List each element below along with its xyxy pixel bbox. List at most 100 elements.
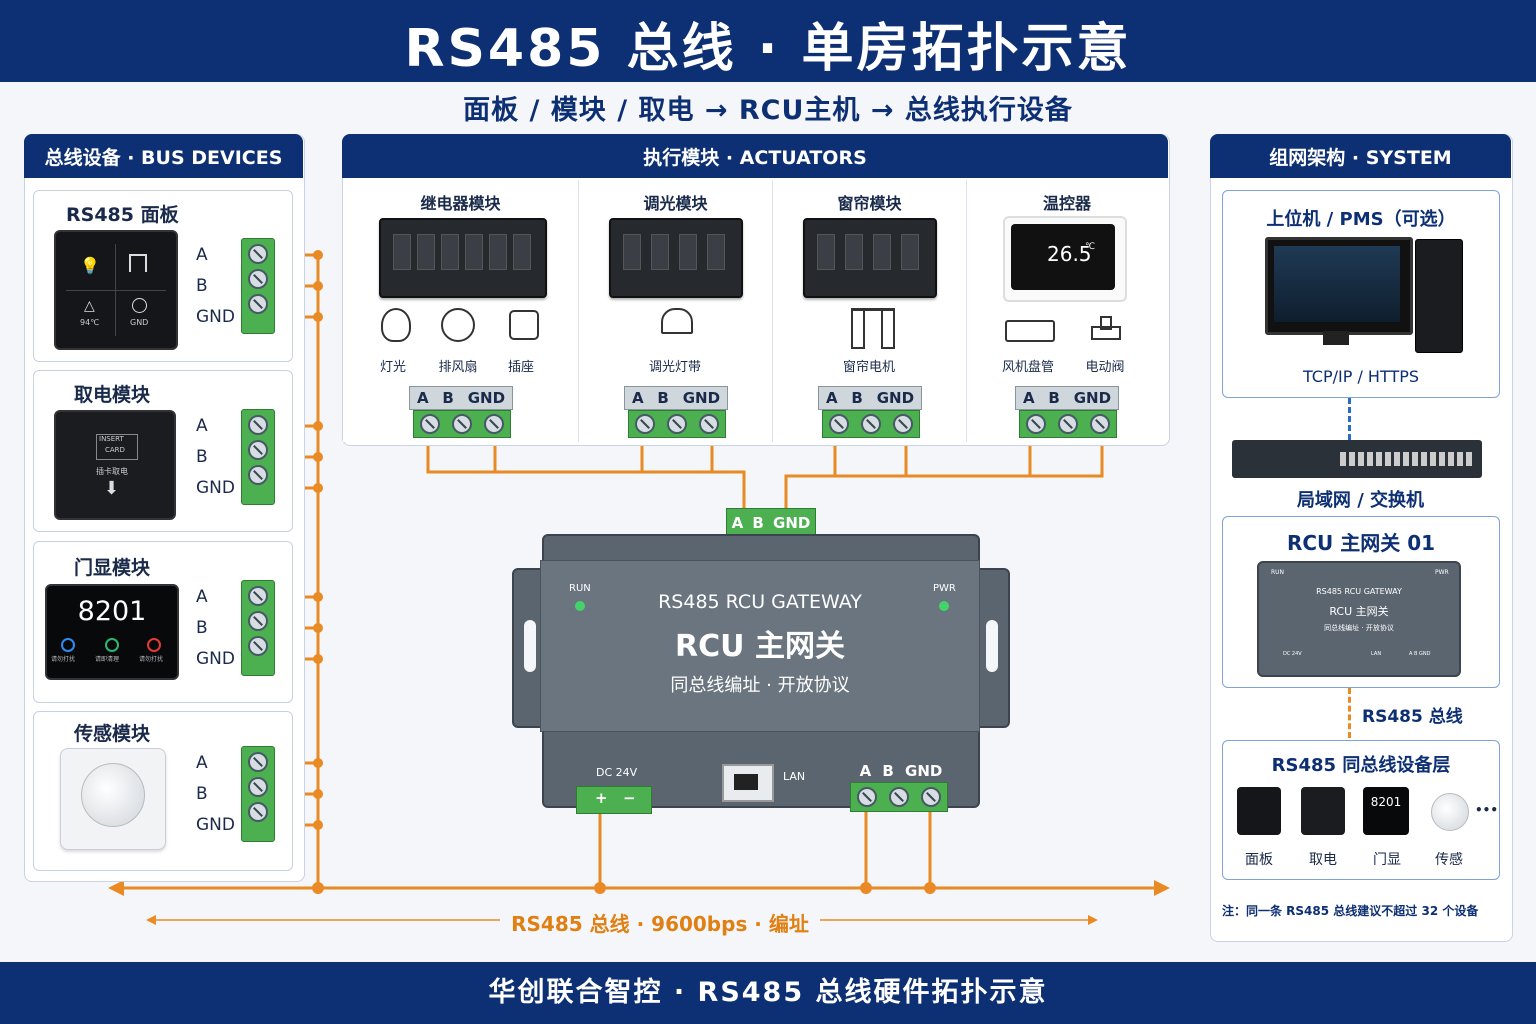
terminal-block	[413, 410, 511, 438]
mini-name: RCU 主网关	[1329, 605, 1389, 618]
actuator-title: 窗帘模块	[837, 194, 902, 213]
monitor-stand	[1323, 331, 1349, 345]
screw-icon	[248, 777, 268, 797]
rs485-bus-label: RS485 总线	[1362, 707, 1463, 727]
terminal-block	[241, 580, 275, 676]
mini-door-icon: 8201	[1363, 787, 1409, 835]
door-display-image: 8201 请勿打扰 请即清理 请勿打扰	[45, 584, 179, 680]
screw-icon	[248, 465, 268, 485]
mini-desc: 同总线编址 · 开放协议	[1324, 624, 1394, 632]
icon-label: 请即清理	[95, 656, 120, 663]
arrow-down-icon: ⬇	[104, 478, 120, 499]
mini-model: RS485 RCU GATEWAY	[1316, 587, 1402, 596]
mini-panel-icon	[1237, 787, 1281, 835]
load-label: 调光灯带	[648, 360, 701, 375]
gateway-bottom-terminal	[850, 782, 948, 812]
sensor-image	[60, 748, 166, 850]
actuators-header: 执行模块 · ACTUATORS	[342, 134, 1168, 178]
screw-icon	[248, 611, 268, 631]
load-label: 插座	[507, 360, 534, 375]
screw-icon	[248, 415, 268, 435]
curtain-icon	[851, 308, 895, 349]
mini-lan: LAN	[1371, 651, 1382, 657]
thermostat-image: 26.5 ℃	[1003, 216, 1127, 302]
footer: 华创联合智控 · RS485 总线硬件拓扑示意	[0, 962, 1536, 1024]
screw-icon	[248, 636, 268, 656]
terminal-block	[1019, 410, 1117, 438]
lan-label: LAN	[783, 770, 806, 783]
screw-icon	[248, 294, 268, 314]
lamp-icon	[661, 308, 693, 334]
rcu-mini-image: RUN PWR RS485 RCU GATEWAY RCU 主网关 同总线编址 …	[1257, 561, 1461, 677]
power-terminal: + −	[576, 786, 652, 814]
terminal-block	[241, 409, 275, 505]
load-label: 窗帘电机	[842, 360, 895, 375]
screw-icon	[248, 244, 268, 264]
insert-card-hint: 插卡取电	[96, 467, 128, 476]
page-subtitle: 面板 / 模块 / 取电 → RCU主机 → 总线执行设备	[463, 95, 1073, 126]
thermostat-temp: 26.5	[1047, 242, 1092, 266]
pc-tower-icon	[1415, 239, 1463, 353]
run-label: RUN	[569, 583, 591, 594]
gateway-desc: 同总线编址 · 开放协议	[670, 675, 850, 696]
actuator-title: 调光模块	[643, 194, 708, 213]
terminal-block	[241, 746, 275, 842]
room-number: 8201	[77, 596, 147, 627]
gateway-model: RS485 RCU GATEWAY	[658, 591, 862, 613]
valve-icon	[1091, 316, 1121, 340]
run-led-icon	[575, 601, 585, 611]
load-label: 排风扇	[438, 360, 478, 375]
device-title: 取电模块	[74, 384, 151, 406]
bus-caption: RS485 总线 · 9600bps · 编址	[511, 912, 809, 936]
curtain-module-image	[803, 218, 937, 298]
icon-label: 请勿打扰	[51, 656, 76, 663]
bus-devices-header: 总线设备 · BUS DEVICES	[24, 134, 303, 178]
mini-sensor-icon	[1431, 793, 1469, 831]
layer-item-label: 传感	[1435, 852, 1463, 868]
load-label: 风机盘管	[1001, 360, 1054, 375]
minus-label: −	[623, 789, 636, 807]
socket-icon	[509, 310, 539, 340]
lan-port-icon	[722, 764, 774, 802]
device-title: RS485 面板	[66, 204, 179, 226]
pwr-led-icon	[939, 601, 949, 611]
terminal-block	[241, 238, 275, 334]
icon-label: 请勿打扰	[139, 656, 164, 663]
bulb-icon: 💡	[80, 256, 100, 275]
fan-icon	[441, 308, 475, 342]
mini-run: RUN	[1271, 569, 1285, 576]
power-icon	[132, 298, 147, 313]
page-title: RS485 总线 · 单房拓扑示意	[404, 19, 1132, 79]
dnd-icon	[61, 638, 75, 652]
panel-temp-label: 94℃	[80, 318, 100, 327]
screw-icon	[248, 752, 268, 772]
pir-lens-icon	[81, 763, 145, 827]
actuator-title: 温控器	[1042, 194, 1091, 213]
mini-pwr: PWR	[1435, 569, 1449, 576]
panel-device-image: 💡 △ 94℃ GND	[54, 230, 178, 350]
layer-title: RS485 同总线设备层	[1271, 755, 1451, 776]
terminal-block	[628, 410, 726, 438]
curtain-icon	[129, 254, 147, 272]
gateway-face: RUN PWR RS485 RCU GATEWAY RCU 主网关 同总线编址 …	[540, 560, 980, 732]
pwr-label: PWR	[933, 583, 956, 594]
panel-gnd-label: GND	[130, 318, 149, 327]
actuator-title: 继电器模块	[420, 194, 501, 213]
clean-icon	[105, 638, 119, 652]
tcp-link-line	[1348, 398, 1351, 440]
alert-icon	[147, 638, 161, 652]
rs485-link-line	[1348, 688, 1351, 738]
bulb-icon	[381, 308, 411, 342]
